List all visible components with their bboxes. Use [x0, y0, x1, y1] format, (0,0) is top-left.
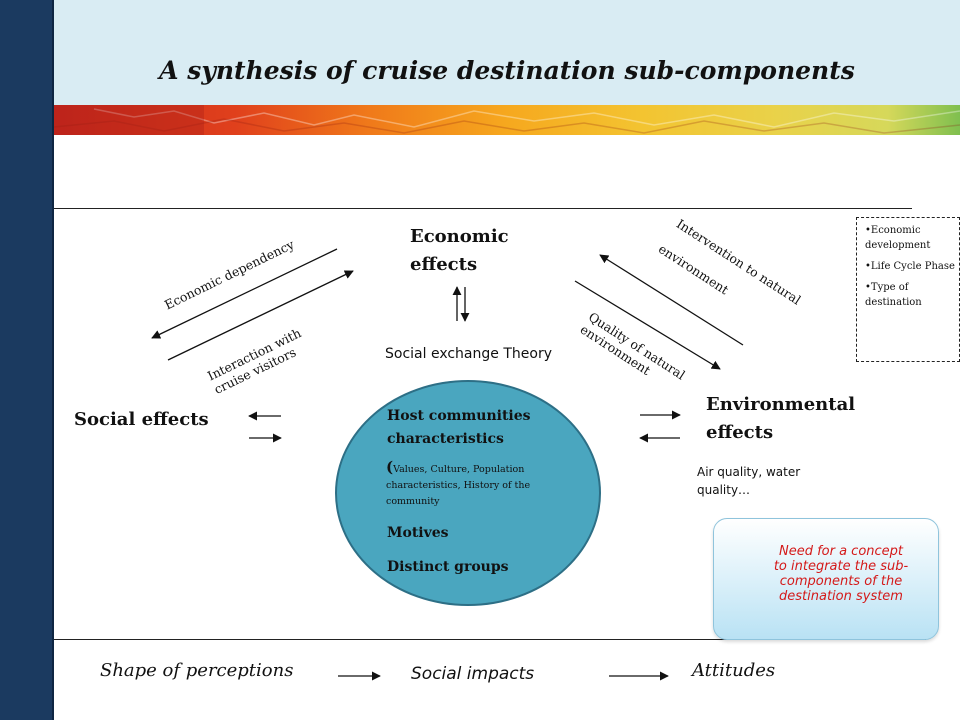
- economic-effects-label: Economic effects: [410, 223, 509, 279]
- env-note-line1: Air quality, water: [697, 465, 801, 479]
- callout-line4: destination system: [779, 589, 903, 604]
- social-impacts-label: Social impacts: [411, 664, 535, 684]
- motives-label: Motives: [387, 525, 449, 541]
- title-header: [54, 0, 960, 105]
- intervention-arrow: [599, 254, 744, 346]
- sidebar-band: [0, 0, 54, 720]
- economic-line: Economic: [410, 226, 509, 247]
- detail-line2: characteristics, History of the: [386, 480, 531, 491]
- callout-line2: to integrate the sub-: [773, 559, 909, 574]
- distinct-groups-label: Distinct groups: [387, 559, 509, 575]
- callout-line3: components of the: [779, 574, 903, 589]
- open-paren: (: [386, 458, 394, 476]
- env-note-line2: quality…: [697, 483, 751, 497]
- map-banner: [54, 105, 960, 135]
- factor-item: •Economic development: [865, 225, 931, 251]
- factor-item: •Life Cycle Phase: [865, 261, 955, 272]
- factor-item: •Type of destination: [865, 282, 922, 308]
- environmental-effects-label: Environmental effects: [706, 391, 855, 447]
- economic-dependency-arrow: [151, 248, 338, 339]
- interaction-arrow: [167, 270, 354, 361]
- environment-note: Air quality, water quality…: [697, 463, 800, 499]
- factors-box: •Economic development •Life Cycle Phase …: [856, 217, 960, 362]
- host-line2: characteristics: [387, 431, 504, 447]
- slide-title: A synthesis of cruise destination sub-co…: [159, 56, 855, 85]
- host-line1: Host communities: [387, 408, 531, 424]
- detail-line1: Values, Culture, Population: [393, 464, 525, 475]
- effects-line: effects: [410, 254, 478, 275]
- bottom-divider: [54, 639, 926, 640]
- shape-of-perceptions-label: Shape of perceptions: [100, 660, 294, 681]
- top-divider: [54, 208, 912, 209]
- concept-callout: Need for a concept to integrate the sub-…: [713, 518, 939, 640]
- env-effects-line: effects: [706, 422, 774, 443]
- theory-label: Social exchange Theory: [385, 346, 552, 362]
- callout-line1: Need for a concept: [778, 544, 904, 559]
- host-details: (Values, Culture, Population characteris…: [386, 459, 530, 510]
- detail-line3: community: [386, 496, 440, 507]
- callout-text: Need for a concept to integrate the sub-…: [758, 544, 924, 604]
- environmental-line: Environmental: [706, 394, 856, 415]
- host-communities-circle: [335, 380, 601, 606]
- quality-arrow: [574, 280, 721, 370]
- attitudes-label: Attitudes: [692, 660, 776, 681]
- social-effects-label: Social effects: [74, 409, 209, 430]
